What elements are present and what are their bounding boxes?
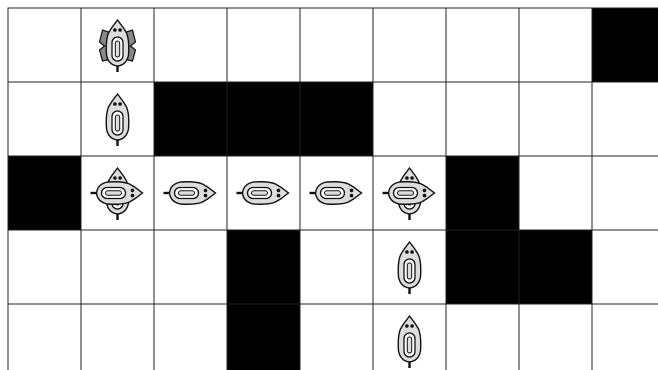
robot-eye-left — [277, 189, 281, 193]
robot-core — [407, 337, 411, 353]
robot-eye-left — [131, 189, 135, 193]
floor-cell — [519, 8, 592, 82]
robot-core — [407, 263, 411, 279]
wall-cell — [446, 230, 519, 304]
robot-eye-right — [204, 194, 208, 198]
floor-cell — [592, 82, 658, 156]
robot-eye-right — [410, 324, 414, 328]
floor-cell — [300, 230, 373, 304]
floor-cell — [519, 304, 592, 370]
floor-cell — [154, 230, 227, 304]
floor-cell — [8, 82, 81, 156]
floor-cell — [300, 8, 373, 82]
robot-eye-right — [118, 176, 122, 180]
wall-cell — [592, 8, 658, 82]
floor-cell — [154, 8, 227, 82]
robot-core — [179, 191, 195, 195]
robot-eye-left — [113, 176, 117, 180]
robot-eye-right — [118, 102, 122, 106]
robot-core — [325, 191, 341, 195]
wall-cell — [446, 156, 519, 230]
robot-eye-left — [350, 189, 354, 193]
robot-eye-right — [350, 194, 354, 198]
robot-core — [398, 191, 414, 195]
robot-eye-left — [113, 102, 117, 106]
floor-cell — [519, 156, 592, 230]
robot-core — [115, 41, 119, 57]
robot-eye-left — [405, 250, 409, 254]
floor-cell — [373, 8, 446, 82]
floor-cell — [592, 230, 658, 304]
floor-cell — [8, 304, 81, 370]
floor-cell — [446, 304, 519, 370]
floor-cell — [81, 230, 154, 304]
robot-eye-left — [113, 28, 117, 32]
wall-cell — [300, 82, 373, 156]
robot-core — [115, 115, 119, 131]
robot-eye-right — [410, 250, 414, 254]
floor-cell — [8, 8, 81, 82]
robot-eye-left — [204, 189, 208, 193]
wall-cell — [227, 82, 300, 156]
floor-cell — [8, 230, 81, 304]
robot-eye-right — [410, 176, 414, 180]
robot-eye-right — [131, 194, 135, 198]
floor-cell — [519, 82, 592, 156]
floor-cell — [81, 304, 154, 370]
floor-cell — [592, 156, 658, 230]
robot-core — [106, 191, 122, 195]
wall-cell — [154, 82, 227, 156]
floor-cell — [373, 82, 446, 156]
wall-cell — [227, 230, 300, 304]
robot-eye-right — [277, 194, 281, 198]
robot-eye-left — [405, 324, 409, 328]
floor-cell — [446, 82, 519, 156]
floor-cell — [592, 304, 658, 370]
floor-cell — [154, 304, 227, 370]
wall-cell — [227, 304, 300, 370]
floor-cell — [227, 8, 300, 82]
wall-cell — [8, 156, 81, 230]
robot-eye-left — [405, 176, 409, 180]
robot-core — [252, 191, 268, 195]
robot-eye-left — [423, 189, 427, 193]
robot-eye-right — [118, 28, 122, 32]
wall-cell — [519, 230, 592, 304]
floor-cell — [300, 304, 373, 370]
floor-cell — [446, 8, 519, 82]
robot-eye-right — [423, 194, 427, 198]
